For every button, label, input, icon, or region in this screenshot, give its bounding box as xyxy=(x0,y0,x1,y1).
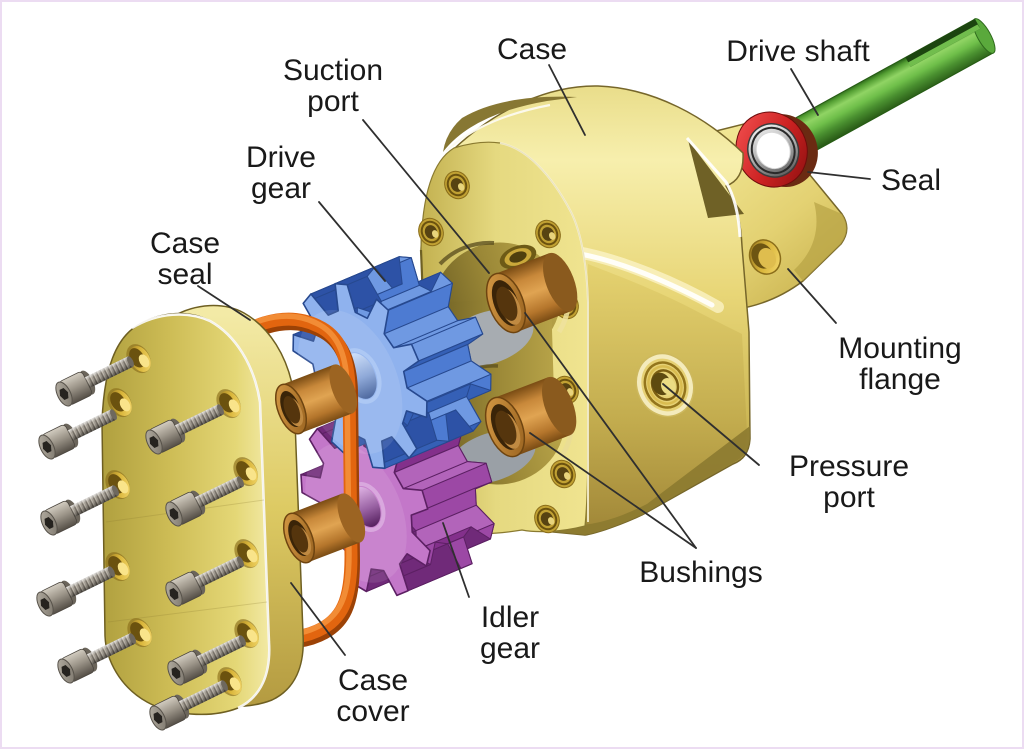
leader-suction-port xyxy=(362,119,490,274)
leader-drive-gear xyxy=(318,201,386,282)
leader-bushings-lower xyxy=(529,432,697,549)
flange-bolt-hole xyxy=(748,239,782,275)
label-case-seal: Case xyxy=(150,227,220,260)
label-suction-port: Suction xyxy=(283,54,383,87)
leader-lines xyxy=(197,64,871,656)
label-idler-gear: gear xyxy=(480,632,540,665)
label-case-cover: cover xyxy=(336,695,409,728)
flange-notch-shadow xyxy=(688,140,744,218)
label-mounting-flange: Mounting xyxy=(838,332,961,365)
leader-pressure-port xyxy=(662,383,760,466)
label-case-cover: Case xyxy=(338,664,408,697)
leader-mounting-flange xyxy=(787,268,837,324)
leader-bushings-upper xyxy=(524,312,697,549)
label-drive-shaft: Drive shaft xyxy=(726,35,870,68)
drive-shaft xyxy=(760,18,996,172)
leader-idler-gear xyxy=(442,522,470,598)
label-case: Case xyxy=(497,33,567,66)
case-top-slot xyxy=(443,96,577,152)
shaft-seal xyxy=(735,111,818,188)
label-bushings: Bushings xyxy=(639,556,762,589)
leader-case xyxy=(548,64,586,136)
label-case-seal: seal xyxy=(157,258,212,291)
journal-lower xyxy=(282,493,366,564)
label-idler-gear: Idler xyxy=(481,601,539,634)
leader-drive-shaft xyxy=(790,68,819,116)
bushing-lower xyxy=(484,376,577,458)
label-pressure-port: port xyxy=(823,481,875,514)
leader-case-seal xyxy=(197,285,251,321)
label-pressure-port: Pressure xyxy=(789,450,909,483)
label-suction-port: port xyxy=(307,85,359,118)
label-mounting-flange: flange xyxy=(859,363,941,396)
label-drive-gear: Drive xyxy=(246,141,316,174)
journal-upper xyxy=(274,364,358,435)
leader-seal xyxy=(807,171,871,180)
leader-case-cover xyxy=(290,582,346,656)
labels: Case Drive shaft Suction port Drive gear… xyxy=(150,33,962,728)
bushing-upper xyxy=(485,252,578,334)
label-seal: Seal xyxy=(881,164,941,197)
label-drive-gear: gear xyxy=(251,172,311,205)
